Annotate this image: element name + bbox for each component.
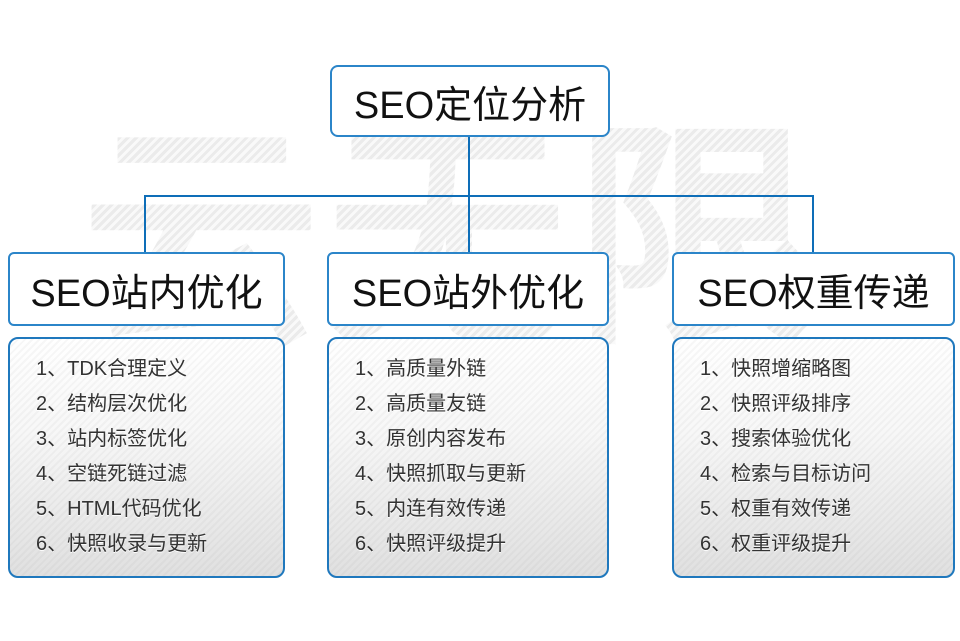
list-item: 6、快照评级提升	[355, 533, 507, 555]
list-item: 5、权重有效传递	[700, 498, 852, 520]
list-item: 4、空链死链过滤	[36, 463, 188, 485]
connector-root-vertical	[468, 137, 470, 196]
list-item: 2、结构层次优化	[36, 393, 188, 415]
list-item: 5、HTML代码优化	[36, 498, 202, 520]
list-item: 2、高质量友链	[355, 393, 487, 415]
list-item: 1、快照增缩略图	[700, 358, 852, 380]
list-item: 4、快照抓取与更新	[355, 463, 527, 485]
connector-stub-right	[812, 195, 814, 252]
connector-stub-middle	[468, 195, 470, 252]
branch-list-offsite: 1、高质量外链 2、高质量友链 3、原创内容发布 4、快照抓取与更新 5、内连有…	[327, 337, 609, 578]
list-item: 6、权重评级提升	[700, 533, 852, 555]
branch-list-onsite: 1、TDK合理定义 2、结构层次优化 3、站内标签优化 4、空链死链过滤 5、H…	[8, 337, 285, 578]
branch-header-weight: SEO权重传递	[672, 252, 955, 326]
connector-stub-left	[144, 195, 146, 252]
connector-horizontal	[144, 195, 814, 197]
branch-header-onsite-title: SEO站内优化	[30, 272, 263, 315]
branch-header-weight-title: SEO权重传递	[697, 272, 930, 315]
list-item: 1、高质量外链	[355, 358, 487, 380]
list-item: 1、TDK合理定义	[36, 358, 188, 380]
list-item: 2、快照评级排序	[700, 393, 852, 415]
branch-header-offsite-title: SEO站外优化	[351, 272, 585, 315]
list-item: 5、内连有效传递	[355, 498, 507, 520]
branch-header-offsite: SEO站外优化	[327, 252, 609, 326]
root-node-seo-positioning: SEO定位分析	[330, 65, 610, 137]
list-item: 4、检索与目标访问	[700, 463, 872, 485]
list-item: 3、站内标签优化	[36, 428, 188, 450]
root-node-title: SEO定位分析	[353, 84, 587, 127]
list-item: 6、快照收录与更新	[36, 533, 208, 555]
list-item: 3、原创内容发布	[355, 428, 507, 450]
branch-header-onsite: SEO站内优化	[8, 252, 285, 326]
branch-list-weight: 1、快照增缩略图 2、快照评级排序 3、搜索体验优化 4、检索与目标访问 5、权…	[672, 337, 955, 578]
list-item: 3、搜索体验优化	[700, 428, 852, 450]
